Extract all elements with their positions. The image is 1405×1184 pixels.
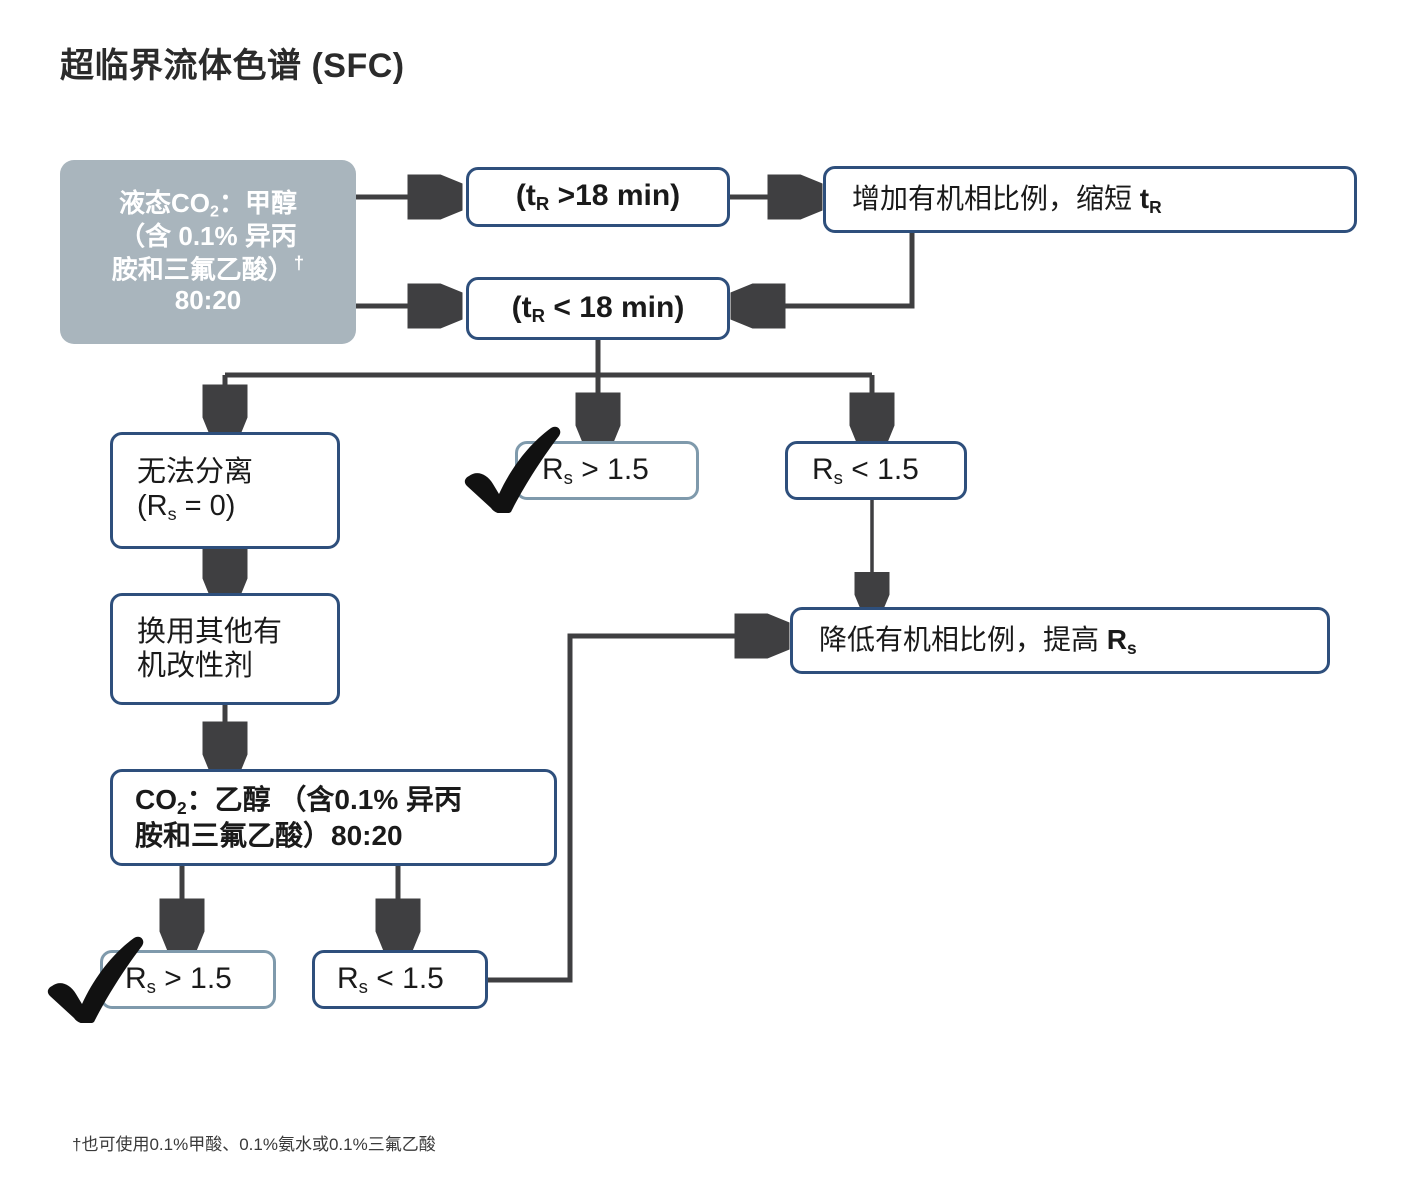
co2-ethanol-line-1: CO2：乙醇 （含0.1% 异丙 bbox=[135, 784, 463, 819]
node-rs-less-1-5-mid[interactable]: Rs < 1.5 bbox=[785, 441, 967, 500]
change-modifier-line-1: 换用其他有 bbox=[137, 615, 283, 648]
node-rs-greater-1-5-bottom[interactable]: Rs > 1.5 bbox=[100, 950, 276, 1009]
node-change-organic-modifier[interactable]: 换用其他有 机改性剂 bbox=[110, 593, 340, 705]
footnote-text: †也可使用0.1%甲酸、0.1%氨水或0.1%三氟乙酸 bbox=[72, 1135, 436, 1154]
co2-ethanol-line-2: 胺和三氟乙酸）80:20 bbox=[135, 819, 403, 851]
start-line-3: 胺和三氟乙酸）† bbox=[111, 252, 305, 285]
edge-rslt-bottom-feedback bbox=[487, 636, 782, 983]
dagger-marker: † bbox=[293, 252, 305, 274]
change-modifier-line-2: 机改性剂 bbox=[137, 650, 254, 682]
node-decrease-organic-ratio[interactable]: 降低有机相比例，提高 Rs bbox=[790, 607, 1330, 674]
start-line-1: 液态CO2：甲醇 bbox=[119, 187, 297, 221]
node-tr-less-18[interactable]: (tR < 18 min) bbox=[466, 277, 730, 340]
start-line-2: （含 0.1% 异丙 bbox=[119, 221, 297, 252]
page-title: 超临界流体色谱 (SFC) bbox=[60, 47, 405, 85]
node-rs-greater-1-5-mid[interactable]: Rs > 1.5 bbox=[515, 441, 699, 500]
no-separation-line-1: 无法分离 bbox=[137, 456, 254, 489]
edge-increase-feedback bbox=[738, 233, 915, 306]
node-increase-organic-ratio[interactable]: 增加有机相比例，缩短 tR bbox=[823, 166, 1357, 233]
node-co2-ethanol[interactable]: CO2：乙醇 （含0.1% 异丙 胺和三氟乙酸）80:20 bbox=[110, 769, 557, 866]
node-no-separation[interactable]: 无法分离 (Rs = 0) bbox=[110, 432, 340, 549]
node-start-mobile-phase[interactable]: 液态CO2：甲醇 （含 0.1% 异丙 胺和三氟乙酸）† 80:20 bbox=[60, 160, 356, 344]
start-line-4: 80:20 bbox=[174, 285, 242, 316]
no-separation-line-2: (Rs = 0) bbox=[137, 490, 236, 525]
node-tr-greater-18[interactable]: (tR >18 min) bbox=[466, 167, 730, 227]
node-rs-less-1-5-bottom[interactable]: Rs < 1.5 bbox=[312, 950, 488, 1009]
